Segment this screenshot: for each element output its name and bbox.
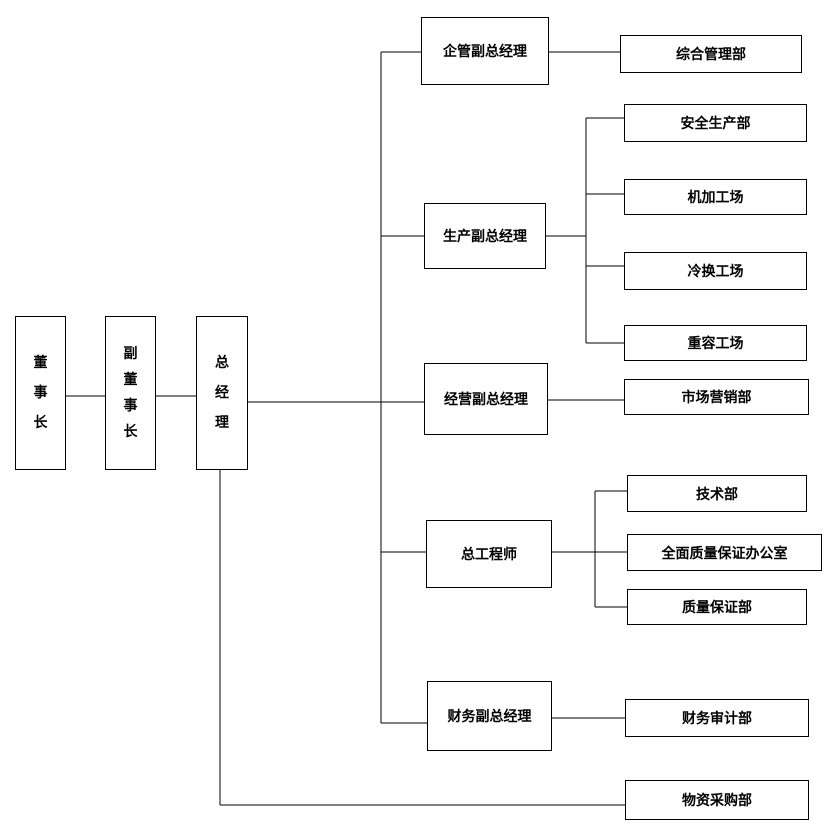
node-general-manager: 总 经 理 xyxy=(196,316,248,470)
node-safety-dept: 安全生产部 xyxy=(624,104,807,142)
gm-char: 总 xyxy=(215,355,229,371)
gm-char: 经 xyxy=(215,385,229,401)
node-chairman: 董 事 长 xyxy=(15,316,66,470)
chairman-char: 董 xyxy=(33,355,48,371)
node-finance-deputy: 财务副总经理 xyxy=(427,681,552,751)
node-quality-assurance-dept: 质量保证部 xyxy=(627,589,807,625)
node-audit-dept: 财务审计部 xyxy=(625,699,809,737)
vice-chairman-char: 董 xyxy=(123,372,138,388)
vice-chairman-char: 副 xyxy=(123,346,138,362)
node-general-admin-dept: 综合管理部 xyxy=(620,35,802,73)
node-heat-exchanger-dept: 冷换工场 xyxy=(624,252,807,290)
node-production-deputy: 生产副总经理 xyxy=(424,203,546,269)
chairman-char: 长 xyxy=(33,415,48,431)
vice-chairman-char: 长 xyxy=(123,424,138,440)
gm-char: 理 xyxy=(215,415,229,431)
node-procurement-dept: 物资采购部 xyxy=(625,780,809,820)
node-quality-office: 全面质量保证办公室 xyxy=(627,534,822,571)
node-admin-deputy: 企管副总经理 xyxy=(421,17,549,85)
chairman-char: 事 xyxy=(33,385,48,401)
node-machining-dept: 机加工场 xyxy=(624,179,807,215)
node-vessel-dept: 重容工场 xyxy=(624,325,807,361)
node-marketing-dept: 市场营销部 xyxy=(624,379,809,415)
node-operation-deputy: 经营副总经理 xyxy=(424,363,548,435)
vice-chairman-char: 事 xyxy=(123,398,138,414)
node-chief-engineer: 总工程师 xyxy=(426,520,552,588)
node-technology-dept: 技术部 xyxy=(627,475,807,512)
node-vice-chairman: 副 董 事 长 xyxy=(105,316,156,470)
